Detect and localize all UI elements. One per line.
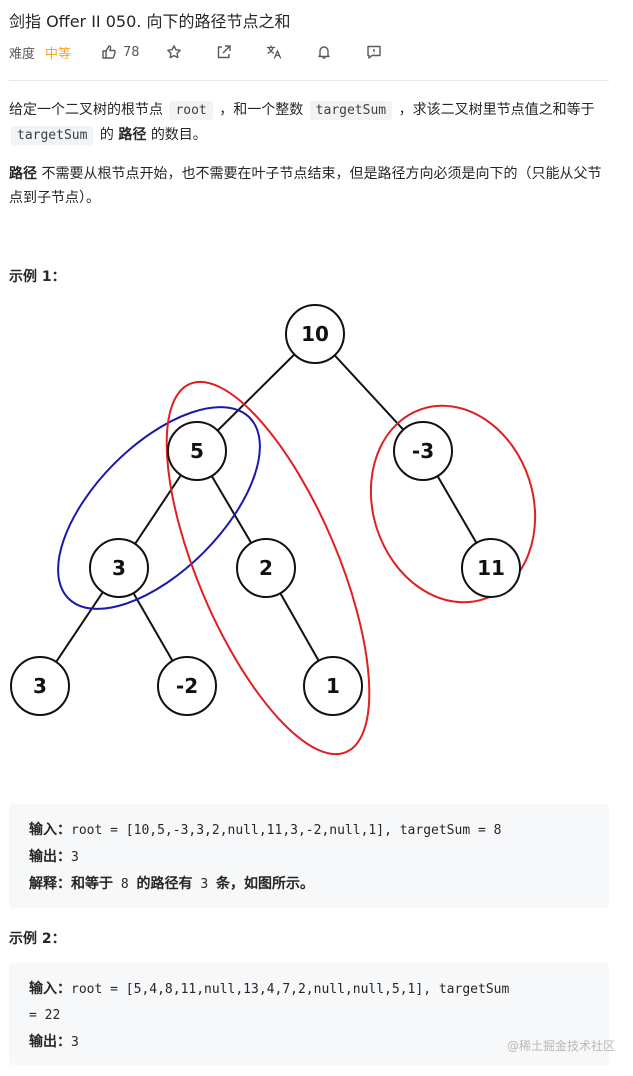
like-count: 78	[123, 44, 140, 60]
example-2-output-line: 输出：3	[29, 1034, 79, 1050]
red-path-ellipse-left	[165, 380, 371, 756]
example-1-explain-line: 解释：和等于 8 的路径有 3 条，如图所示。	[29, 876, 314, 892]
tree-node-label: 1	[326, 674, 340, 698]
example-1-input-line: 输入：root = [10,5,-3,3,2,null,11,3,-2,null…	[29, 822, 502, 838]
tree-node-circle	[89, 538, 149, 598]
description-paragraph-2: 路径 不需要从根节点开始，也不需要在叶子节点结束，但是路径方向必须是向下的（只能…	[9, 166, 602, 206]
example-1-block: 输入：root = [10,5,-3,3,2,null,11,3,-2,null…	[9, 804, 609, 908]
difficulty-label: 难度	[9, 46, 36, 62]
tree-node-label: -2	[176, 674, 198, 698]
feedback-icon	[366, 45, 381, 59]
tree-node-circle	[393, 421, 453, 481]
bold-path-term-2: 路径	[9, 166, 37, 182]
header-divider	[9, 80, 609, 81]
tree-node-label: 11	[477, 556, 505, 580]
problem-title: 剑指 Offer II 050. 向下的路径节点之和	[9, 12, 291, 31]
tree-node-circle	[236, 538, 296, 598]
tree-node-circle	[10, 656, 70, 716]
example-2-heading: 示例 2：	[9, 931, 66, 947]
thumb-up-icon	[102, 45, 116, 59]
tree-node-circle	[461, 538, 521, 598]
red-path-ellipse-right	[369, 404, 537, 604]
tree-node-circle	[285, 304, 345, 364]
bell-icon	[317, 46, 330, 59]
tree-node-label: 3	[33, 674, 47, 698]
share-button[interactable]	[216, 44, 232, 60]
difficulty-badge: 中等	[45, 46, 72, 62]
blue-path-ellipse	[57, 406, 261, 610]
tree-node-circle	[303, 656, 363, 716]
inline-code-root: root	[169, 101, 213, 120]
example-2-input-line: 输入：root = [5,4,8,11,null,13,4,7,2,null,n…	[29, 981, 510, 997]
tree-node-label: -3	[412, 439, 434, 463]
example-2-input-wrap: = 22	[29, 1008, 61, 1023]
notify-button[interactable]	[316, 44, 332, 60]
example-1-heading: 示例 1：	[9, 269, 66, 285]
tree-node-label: 2	[259, 556, 273, 580]
binary-tree-diagram: 10 5 -3 3 2 11 3 -2 1	[10, 304, 537, 756]
star-icon	[166, 45, 181, 59]
watermark: @稀土掘金技术社区	[506, 1039, 615, 1053]
tree-node-circle	[157, 656, 217, 716]
share-icon	[217, 45, 231, 59]
tree-node-label: 3	[112, 556, 126, 580]
tree-node-label: 10	[301, 322, 329, 346]
example-2-block: 输入：root = [5,4,8,11,null,13,4,7,2,null,n…	[9, 963, 609, 1065]
example-1-output-line: 输出：3	[29, 849, 79, 865]
inline-code-targetsum-2: targetSum	[11, 126, 94, 145]
problem-meta-bar: 难度 中等 78	[9, 40, 416, 64]
bold-path-term: 路径	[118, 127, 147, 143]
translate-button[interactable]	[266, 44, 282, 60]
like-button[interactable]: 78	[101, 44, 140, 60]
feedback-button[interactable]	[366, 44, 382, 60]
translate-icon	[266, 45, 281, 59]
description-paragraph-1: 给定一个二叉树的根节点 root ，和一个整数 targetSum ，求该二叉树…	[9, 101, 595, 145]
inline-code-targetsum: targetSum	[309, 101, 393, 120]
favorite-button[interactable]	[166, 44, 182, 60]
tree-node-circle	[167, 421, 227, 481]
tree-node-label: 5	[190, 439, 204, 463]
